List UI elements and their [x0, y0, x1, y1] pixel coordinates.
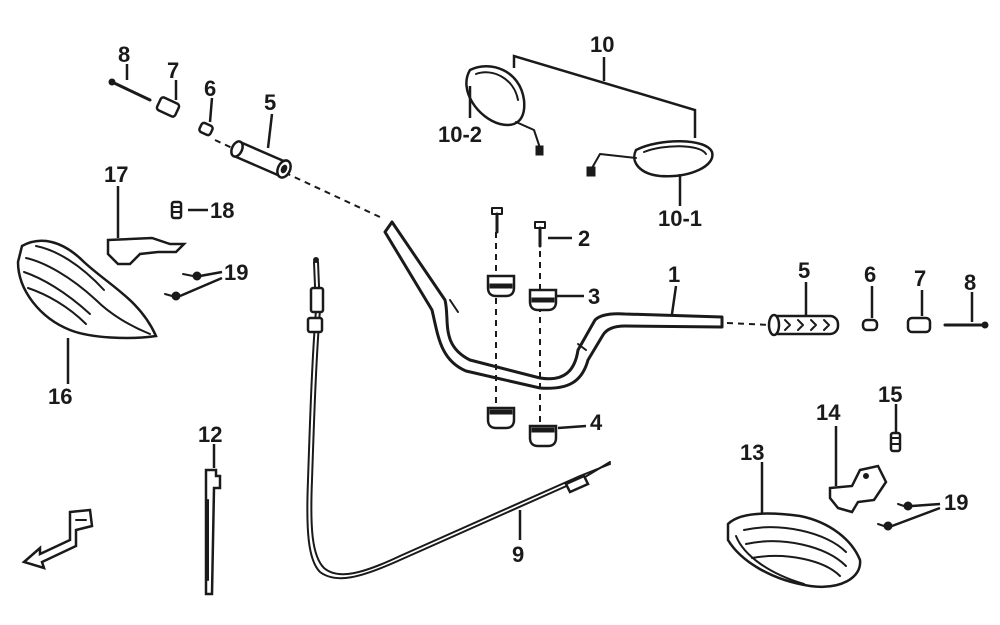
collar-6-right [861, 318, 879, 332]
callout-15: 15 [878, 382, 902, 407]
throttle-cable-9 [306, 257, 611, 580]
left-end-parts [108, 78, 292, 179]
callout-4: 4 [590, 410, 603, 435]
callout-8-right: 8 [964, 270, 976, 295]
callout-10: 10 [590, 32, 614, 57]
handlebar-part [383, 220, 724, 390]
front-direction-arrow-icon [21, 508, 94, 570]
clamp-bolts [491, 207, 546, 248]
right-assembly-axis [726, 322, 771, 326]
throttle-grip-5-right [767, 313, 840, 337]
hand-guard-13-right [726, 512, 862, 589]
callout-5-left: 5 [264, 90, 276, 115]
callout-14: 14 [816, 400, 841, 425]
grip-5-left [230, 140, 292, 179]
mirror-10-1 [586, 140, 714, 178]
leader-lines [66, 64, 974, 540]
callout-1: 1 [668, 262, 680, 287]
callout-5-right: 5 [798, 258, 810, 283]
screw-8-left [110, 80, 152, 102]
callout-7-right: 7 [914, 266, 926, 291]
callout-6-left: 6 [204, 76, 216, 101]
mirror-10-2 [465, 65, 544, 156]
collar-6-left [198, 121, 214, 137]
mirror-group-bracket [512, 54, 697, 138]
bar-end-weight-7-right [906, 316, 932, 334]
lower-clamps-4 [486, 406, 558, 448]
callout-19-right: 19 [944, 490, 968, 515]
callout-17: 17 [104, 162, 128, 187]
switch-bracket-14 [828, 464, 888, 514]
callout-10-1: 10-1 [658, 206, 702, 231]
screws-19-left [164, 271, 202, 301]
callout-19-left: 19 [224, 260, 248, 285]
callout-12: 12 [198, 422, 222, 447]
callout-9: 9 [512, 542, 524, 567]
right-end-parts [767, 313, 989, 337]
callout-7-left: 7 [167, 58, 179, 83]
callout-6-right: 6 [864, 262, 876, 287]
screw-18 [170, 200, 183, 220]
callout-labels: 8 7 6 5 10 10-2 10-1 2 3 1 4 5 6 7 8 17 … [48, 32, 976, 567]
callout-3: 3 [588, 284, 600, 309]
callout-2: 2 [578, 226, 590, 251]
left-assembly-axis [214, 139, 383, 219]
cable-tie-12 [204, 468, 222, 596]
bar-end-weight-7-left [155, 96, 181, 118]
callout-10-2: 10-2 [438, 122, 482, 147]
callout-13: 13 [740, 440, 764, 465]
upper-clamps-3 [486, 274, 558, 312]
callout-8-left: 8 [118, 42, 130, 67]
callout-16: 16 [48, 384, 72, 409]
callout-18: 18 [210, 198, 234, 223]
hand-guard-16-left [16, 239, 158, 340]
lever-bracket-17 [106, 236, 188, 266]
screw-15 [889, 431, 902, 453]
